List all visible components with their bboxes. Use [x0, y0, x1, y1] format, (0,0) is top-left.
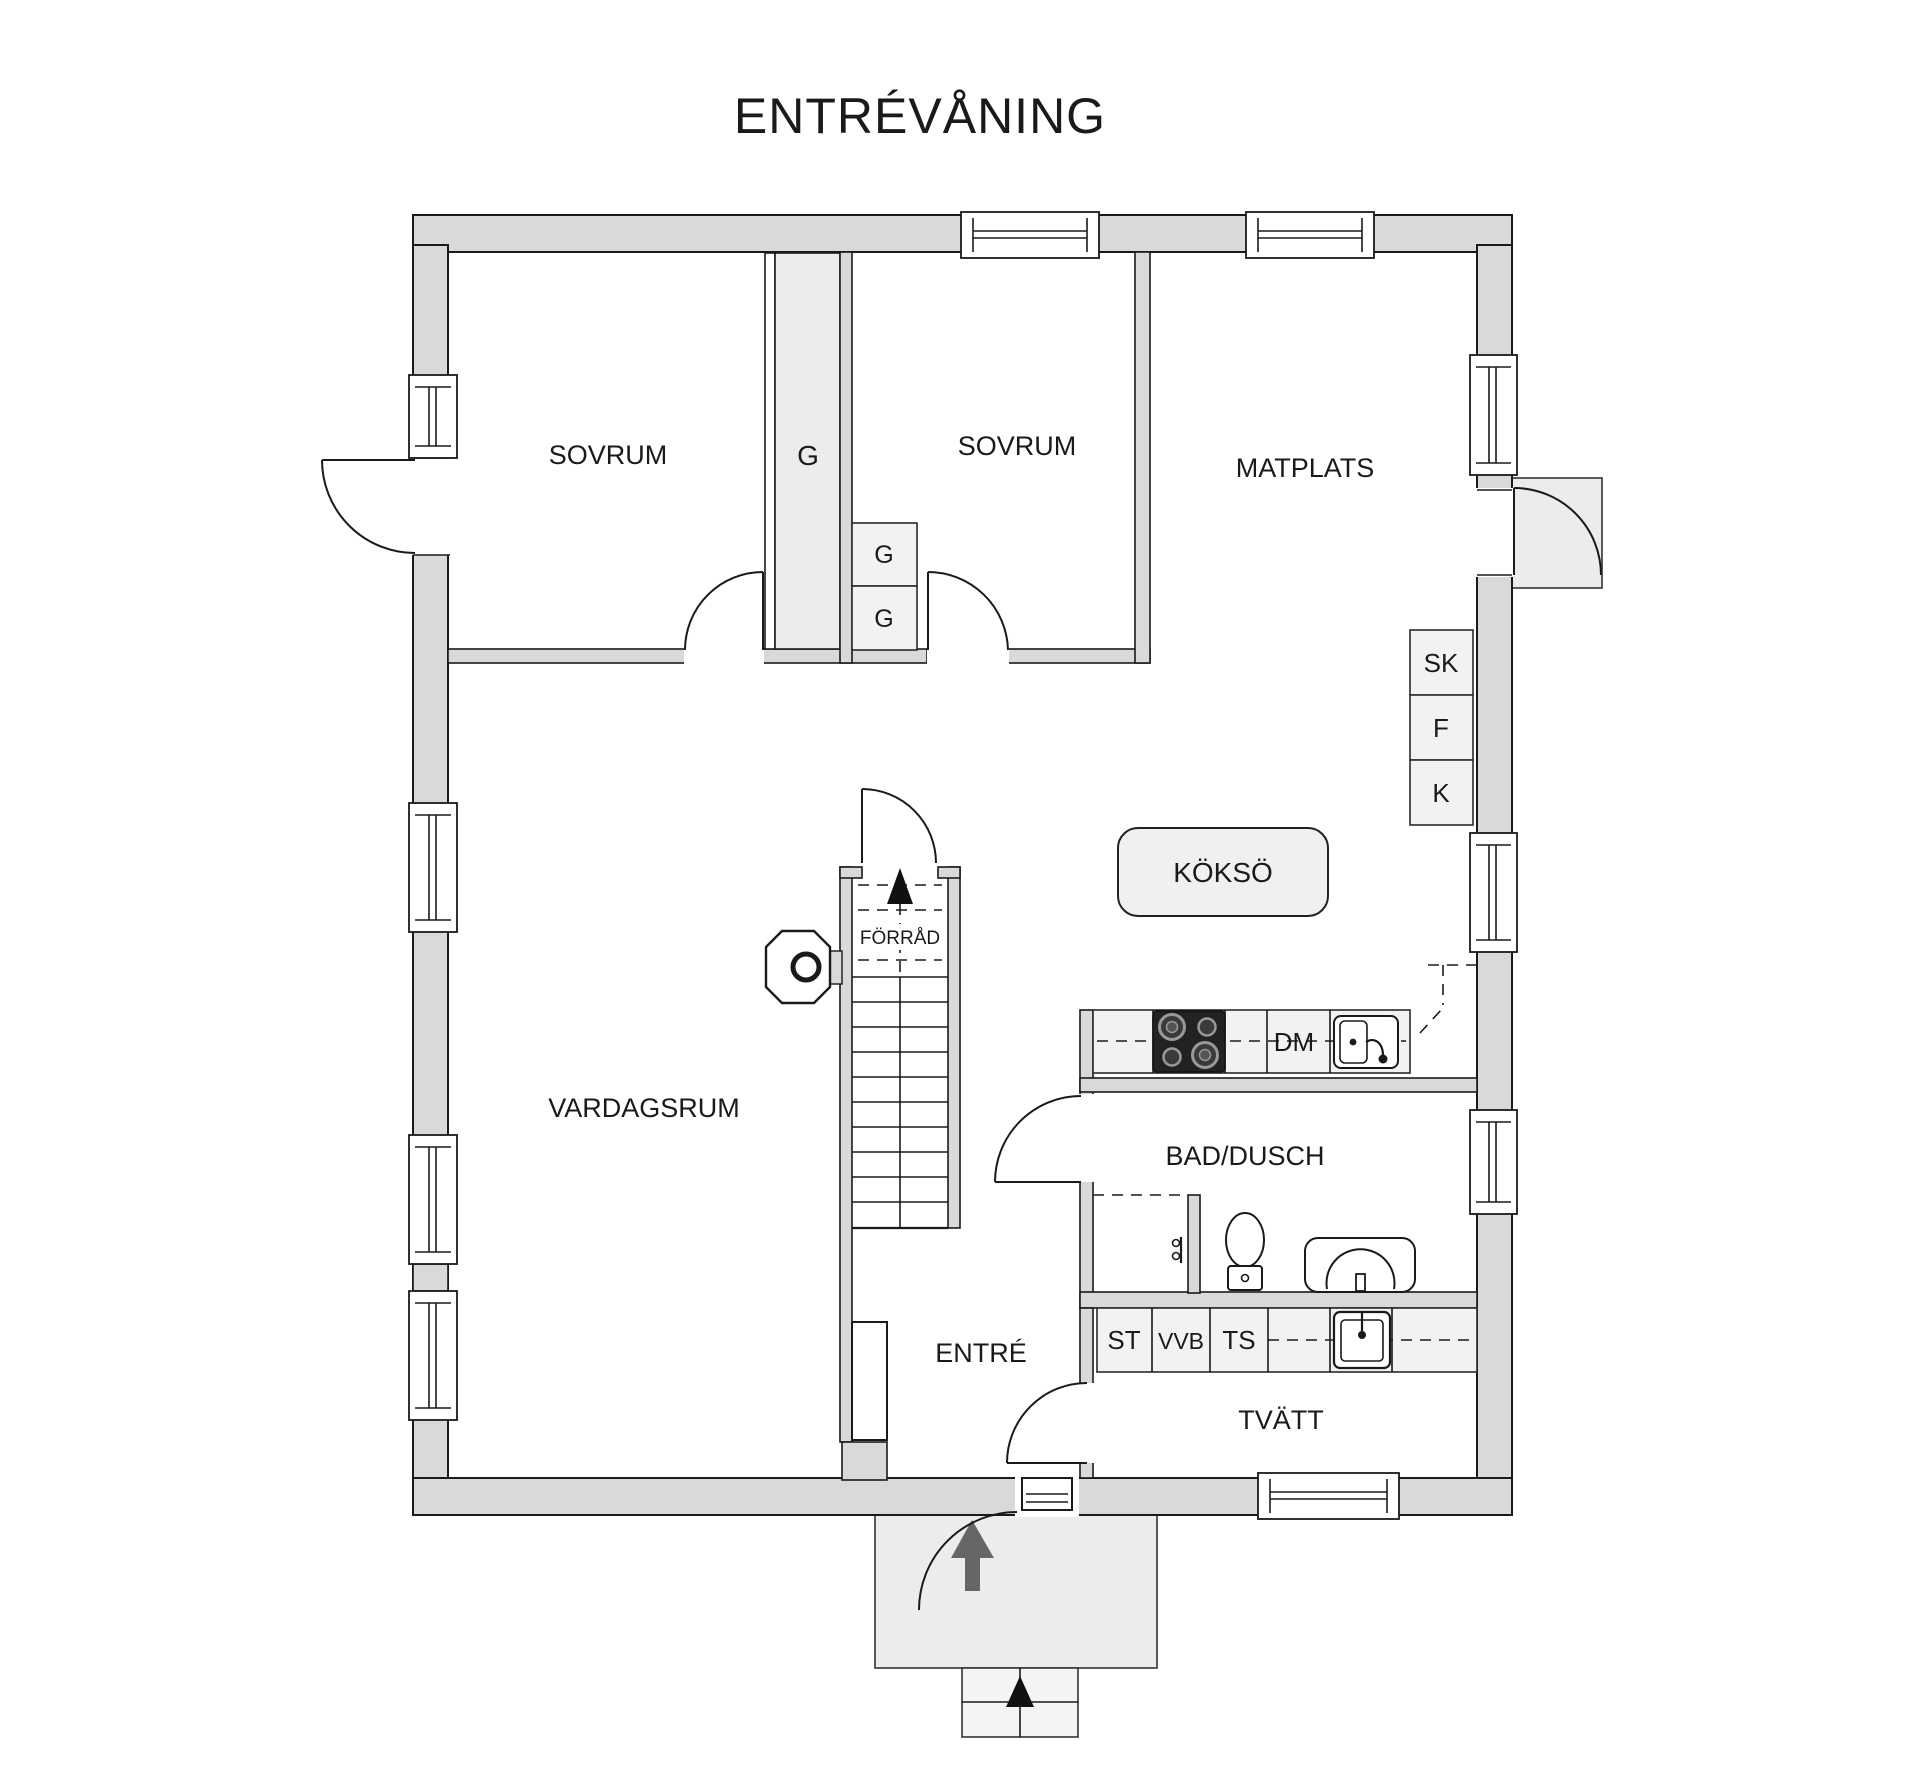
window-pier [412, 1263, 449, 1292]
window-sovrum1-left [408, 374, 458, 459]
labels: SOVRUM G SOVRUM MATPLATS G G SK F K KÖKS… [548, 431, 1459, 1435]
wall-sovrum1-south [447, 648, 686, 664]
interior-walls [447, 251, 1478, 1481]
staircase [852, 868, 948, 1230]
right-exterior-door [1513, 487, 1602, 576]
window-bath-right [1469, 1109, 1518, 1215]
gap-right-exterior-door [1475, 488, 1514, 577]
room-label-tvatt: TVÄTT [1238, 1405, 1324, 1435]
wall-stair-top-cap-right [937, 866, 961, 879]
tvatt-door [1006, 1382, 1088, 1464]
window-kitchen-right [1469, 832, 1518, 953]
side-door-landing [1511, 477, 1603, 589]
room-label-matplats: MATPLATS [1236, 453, 1375, 483]
label-forrad: FÖRRÅD [860, 928, 940, 949]
wardrobe-column [774, 252, 841, 650]
stair-up-arrow-icon [887, 868, 913, 904]
label-st: ST [1107, 1325, 1140, 1355]
room-label-sovrum1: SOVRUM [549, 440, 668, 470]
cabinet-sk [1409, 629, 1474, 696]
cabinet-f [1409, 694, 1474, 761]
label-f: F [1433, 713, 1449, 743]
sovrum1-door [684, 571, 764, 651]
toilet-icon [1225, 1212, 1265, 1291]
wall-sovrum2-matplats [1134, 251, 1151, 664]
label-sk: SK [1424, 648, 1459, 678]
entry-direction-arrow-shaft [965, 1558, 980, 1591]
kitchen-island [1117, 827, 1329, 917]
label-k: K [1432, 778, 1450, 808]
left-exterior-door [321, 459, 416, 554]
window-vardagsrum-2 [408, 1134, 458, 1265]
wall-shower [1187, 1194, 1201, 1294]
label-vvb: VVB [1158, 1328, 1204, 1354]
window-matplats-top [1245, 211, 1375, 259]
chimney-shaft [851, 1321, 888, 1441]
kitchen-sink-icon [1333, 1015, 1399, 1069]
room-label-bad-dusch: BAD/DUSCH [1165, 1141, 1324, 1171]
page-title: ENTRÉVÅNING [734, 88, 1106, 144]
window-sovrum2-top [960, 211, 1100, 259]
laundry-sink-icon [1332, 1310, 1392, 1370]
wall-wardrobe-east [839, 251, 853, 664]
bathroom-fixtures [1093, 1194, 1416, 1293]
window-vardagsrum-1 [408, 802, 458, 933]
forrad-label-bg [856, 924, 944, 950]
window-matplats-right [1469, 354, 1518, 476]
label-g2: G [874, 605, 893, 633]
porch-floor [874, 1514, 1158, 1669]
door-openings [411, 457, 1514, 1517]
wall-sovrum2-south [1007, 648, 1151, 664]
bath-door [994, 1095, 1082, 1183]
label-ts: TS [1222, 1325, 1255, 1355]
entry-porch [874, 1514, 1158, 1738]
kitchen-counter [1092, 1009, 1411, 1074]
stove-icon [1152, 1010, 1226, 1073]
wardrobe-g2 [851, 585, 918, 651]
sovrum2-door [927, 571, 1009, 651]
wall-bath-south [1079, 1291, 1478, 1309]
cabinet-k [1409, 759, 1474, 826]
steps-up-arrow-icon [1006, 1676, 1034, 1707]
stair-top-door [861, 788, 937, 864]
window-tvatt-bottom [1257, 1472, 1400, 1520]
label-kokso: KÖKSÖ [1173, 857, 1273, 888]
wall-sovrum1-east [764, 252, 776, 650]
laundry-counter [1096, 1307, 1478, 1373]
doors [321, 459, 1602, 1611]
window-vardagsrum-3 [408, 1290, 458, 1421]
windows [408, 211, 1518, 1520]
shower-mixer-icon [1171, 1237, 1183, 1263]
washbasin-icon [1304, 1237, 1416, 1293]
wall-entre-block [841, 1441, 888, 1481]
wardrobe-g1 [851, 522, 918, 587]
entry-direction-arrow-icon [951, 1520, 994, 1558]
room-label-entre: ENTRÉ [935, 1338, 1027, 1368]
wall-stair-east [947, 866, 961, 1229]
room-label-sovrum2: SOVRUM [958, 431, 1077, 461]
upper-cabinet-dashes [1419, 964, 1477, 1034]
label-dm: DM [1274, 1027, 1314, 1057]
gap-left-exterior-door [411, 458, 450, 555]
gap-bath-door [1078, 1094, 1095, 1182]
gap-tvatt-door [1078, 1383, 1095, 1463]
label-wardrobe-column: G [797, 440, 819, 471]
wood-stove-icon [764, 929, 843, 1005]
wall-kitchen-bath [1079, 1077, 1478, 1093]
gap-sovrum2-door [927, 647, 1009, 665]
gap-sovrum1-door [684, 647, 764, 665]
room-label-vardagsrum: VARDAGSRUM [548, 1093, 740, 1123]
wall-stair-top-cap-left [839, 866, 863, 879]
label-g1: G [874, 541, 893, 569]
entrance-door [918, 1511, 1018, 1611]
